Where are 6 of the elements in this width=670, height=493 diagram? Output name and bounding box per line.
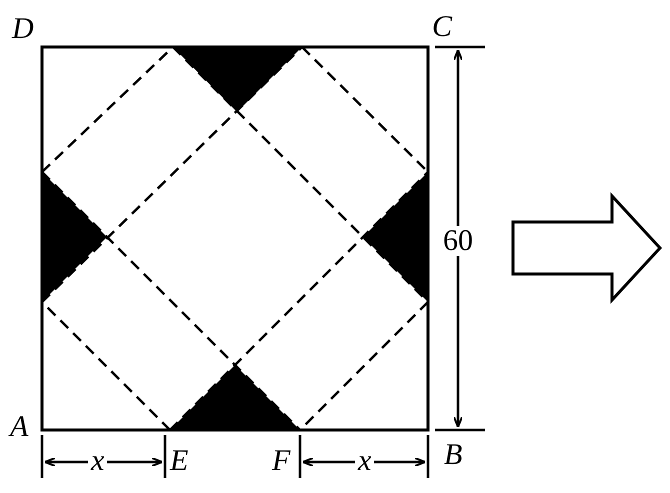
- point-label: F: [272, 446, 290, 476]
- point-label: E: [170, 446, 188, 476]
- point-label: C: [432, 12, 452, 42]
- point-label: A: [10, 412, 28, 442]
- point-label: B: [444, 440, 462, 470]
- point-label: D: [12, 14, 34, 44]
